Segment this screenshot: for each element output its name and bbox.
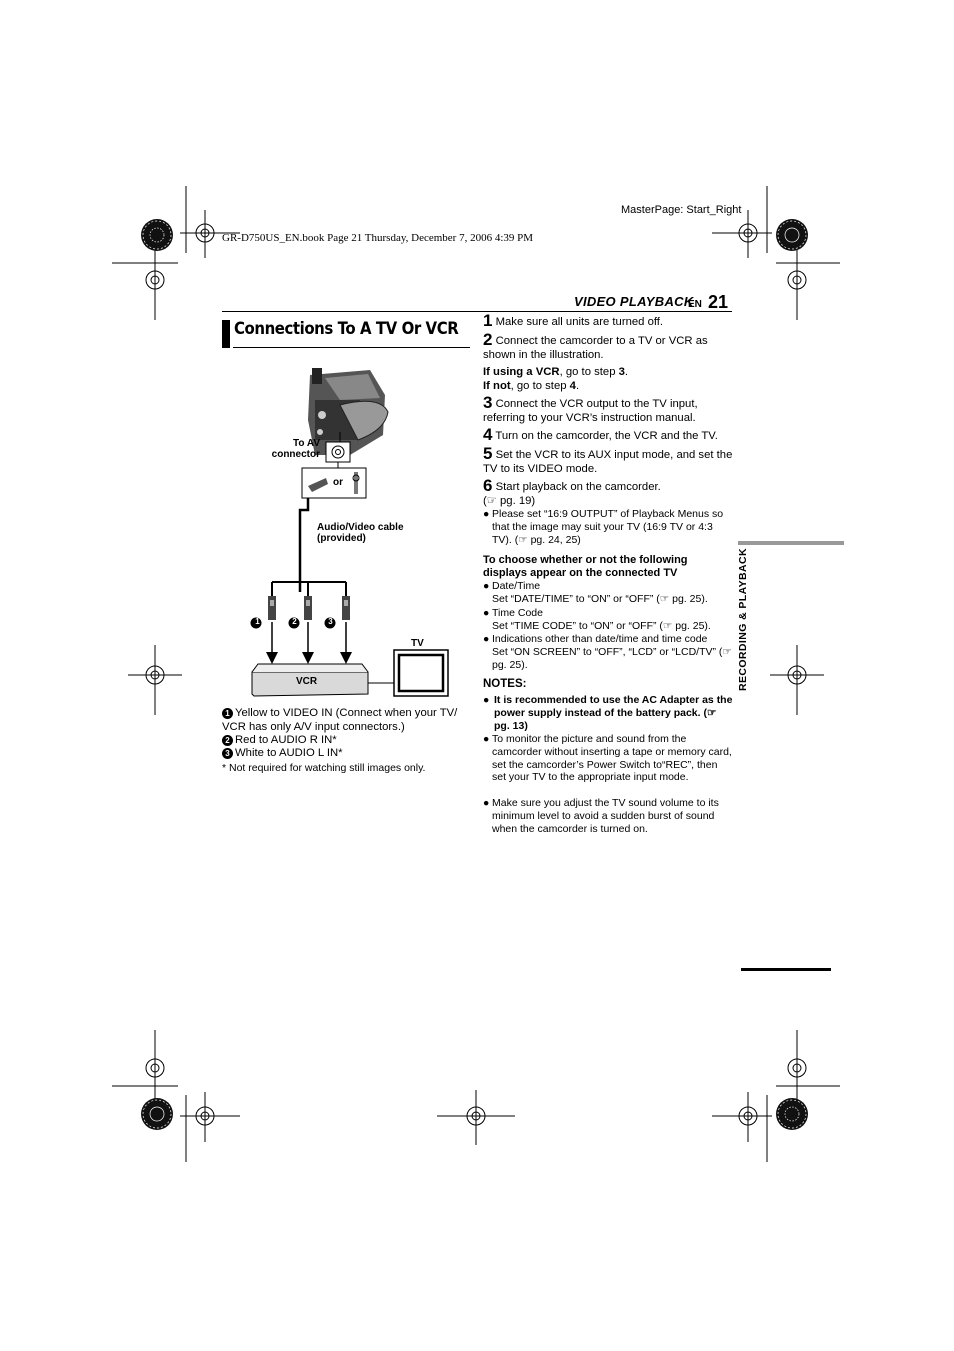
label-vcr: VCR (296, 676, 318, 687)
label-av-cable: Audio/Video cable (provided) (317, 522, 404, 544)
step-2: 2 Connect the camcorder to a TV or VCR a… (483, 330, 708, 361)
label-tv: TV (411, 638, 424, 649)
marker-1: 1 (255, 617, 260, 626)
notes-heading: NOTES: (483, 678, 527, 690)
book-print-line: GR-D750US_EN.book Page 21 Thursday, Dece… (222, 232, 534, 244)
marker-3: 3 (328, 617, 333, 626)
page-number: 21 (708, 292, 729, 312)
step-5: 5 Set the VCR to its AUX input mode, and… (483, 444, 733, 475)
label-or: or (333, 477, 343, 488)
connection-diagram (250, 368, 449, 697)
step-6: 6 Start playback on the camcorder. (☞ pg… (483, 476, 661, 507)
title-underline (233, 347, 470, 348)
label-to-av-connector: To AV connector (271, 438, 320, 460)
header-rule (222, 311, 732, 312)
note-3: ●Make sure you adjust the TV sound volum… (483, 797, 719, 835)
footnote: * Not required for watching still images… (222, 762, 426, 774)
lang-code: EN (688, 299, 702, 310)
vcr-branch: If using a VCR, go to step 3. If not, go… (483, 366, 629, 392)
page-title: Connections To A TV Or VCR (234, 319, 459, 339)
marker-2: 2 (292, 617, 297, 626)
note-1: ●It is recommended to use the AC Adapter… (483, 694, 733, 732)
side-tab: RECORDING & PLAYBACK (737, 548, 749, 691)
choose-item-indications: ●Indications other than date/time and ti… (483, 633, 732, 671)
masterpage-label: MasterPage: Start_Right (621, 204, 742, 216)
choose-heading: To choose whether or not the following d… (483, 554, 688, 579)
title-marker (222, 320, 230, 348)
camcorder-illustration (308, 368, 389, 455)
step-1: 1 Make sure all units are turned off. (483, 311, 664, 330)
section-tag: VIDEO PLAYBACK (574, 294, 694, 309)
step-4: 4 Turn on the camcorder, the VCR and the… (483, 425, 718, 444)
step-6-bullet: ●Please set “16:9 OUTPUT” of Playback Me… (483, 508, 724, 546)
step-3: 3 Connect the VCR output to the TV input… (483, 393, 698, 424)
note-2: ●To monitor the picture and sound from t… (483, 733, 732, 784)
